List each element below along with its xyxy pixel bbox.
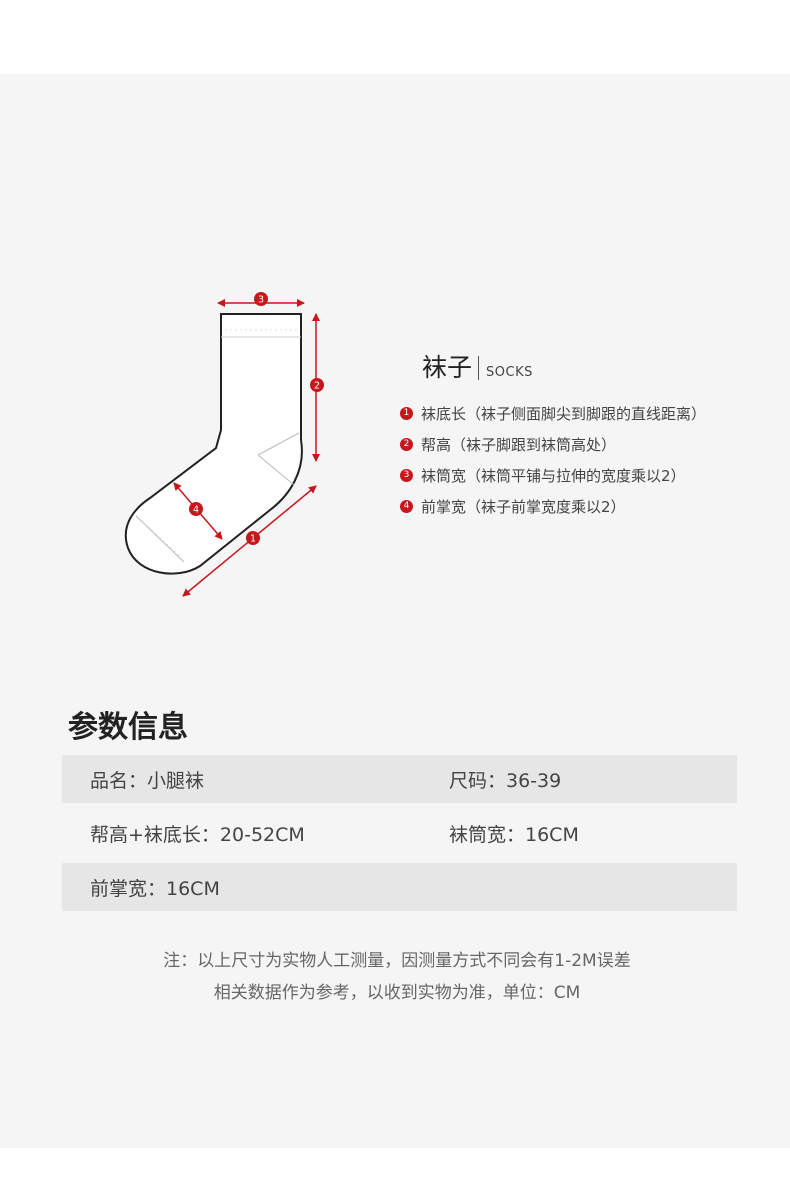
param-forefoot-width: 前掌宽：16CM [90,877,220,900]
params-table: 品名：小腿袜 尺码：36-39 帮高+袜底长：20-52CM 袜筒宽：16CM … [62,755,737,917]
param-name: 品名：小腿袜 [90,769,205,792]
legend-title-cn: 袜子 [422,353,473,382]
marker-2: 2 [314,381,320,392]
legend-item-4: 4 前掌宽（袜子前掌宽度乘以2） [400,491,780,522]
note-line-2: 相关数据作为参考，以收到实物为准，单位：CM [213,983,581,1003]
table-row: 品名：小腿袜 尺码：36-39 [62,755,737,803]
marker-1: 1 [250,534,256,545]
content-panel [0,74,790,1148]
param-height-length: 帮高+袜底长：20-52CM [90,823,305,846]
title-divider [478,356,480,380]
toe-line [135,515,185,563]
legend-title-en: SOCKS [486,365,533,380]
number-badge: 1 [400,407,413,420]
legend-item-text: 帮高（袜子脚跟到袜筒高处） [421,436,617,454]
note-line-1: 注：以上尺寸为实物人工测量，因测量方式不同会有1-2M误差 [163,951,631,971]
legend-title: 袜子 SOCKS [422,355,780,380]
note: 注：以上尺寸为实物人工测量，因测量方式不同会有1-2M误差 相关数据作为参考，以… [0,945,790,1009]
table-row: 前掌宽：16CM [62,863,737,911]
marker-3: 3 [258,295,264,306]
heel-line [257,432,300,486]
legend-item-2: 2 帮高（袜子脚跟到袜筒高处） [400,429,780,460]
number-badge: 3 [400,469,413,482]
number-badge: 2 [400,438,413,451]
sock-outline [124,313,303,575]
legend-item-text: 袜底长（袜子侧面脚尖到脚跟的直线距离） [421,405,707,423]
legend: 袜子 SOCKS 1 袜底长（袜子侧面脚尖到脚跟的直线距离） 2 帮高（袜子脚跟… [400,355,780,522]
number-badge: 4 [400,500,413,513]
marker-4: 4 [193,505,199,516]
param-size: 尺码：36-39 [449,769,562,792]
sock-diagram: 3 2 4 1 [124,292,324,597]
legend-item-3: 3 袜筒宽（袜筒平铺与拉伸的宽度乘以2） [400,460,780,491]
table-row: 帮高+袜底长：20-52CM 袜筒宽：16CM [62,809,737,857]
param-tube-width: 袜筒宽：16CM [449,823,579,846]
params-title: 参数信息 [68,710,188,745]
legend-item-text: 前掌宽（袜子前掌宽度乘以2） [421,498,626,516]
legend-item-text: 袜筒宽（袜筒平铺与拉伸的宽度乘以2） [421,467,686,485]
legend-item-1: 1 袜底长（袜子侧面脚尖到脚跟的直线距离） [400,398,780,429]
